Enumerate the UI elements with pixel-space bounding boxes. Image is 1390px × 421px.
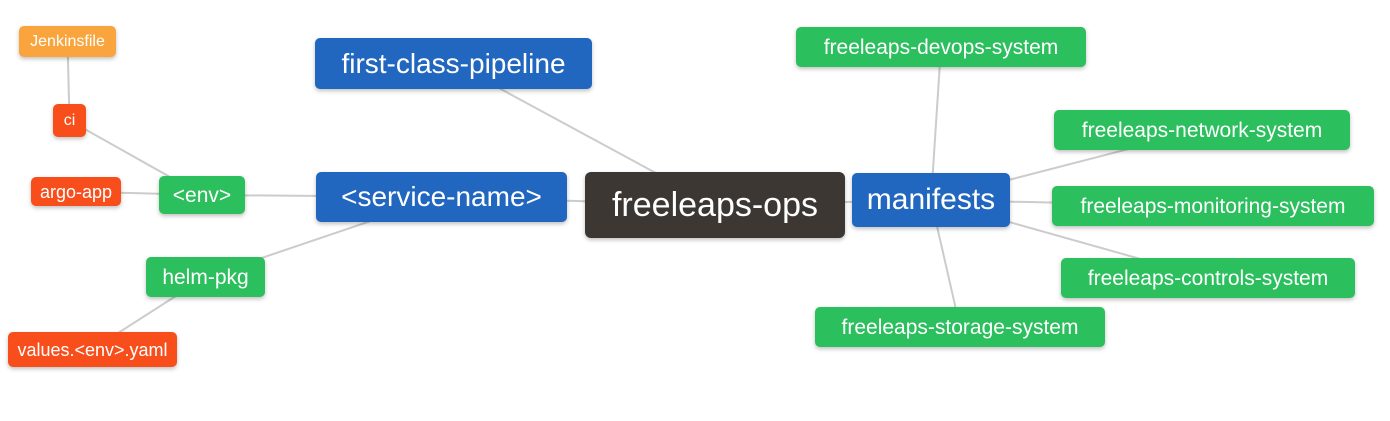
node-storage-system[interactable]: freeleaps-storage-system bbox=[815, 307, 1105, 347]
node-helm-pkg[interactable]: helm-pkg bbox=[146, 257, 265, 297]
node-manifests[interactable]: manifests bbox=[852, 173, 1010, 227]
node-freeleaps-ops[interactable]: freeleaps-ops bbox=[585, 172, 845, 238]
node-values-env-yaml[interactable]: values.<env>.yaml bbox=[8, 332, 177, 367]
node-first-class-pipeline[interactable]: first-class-pipeline bbox=[315, 38, 592, 89]
node-jenkinsfile[interactable]: Jenkinsfile bbox=[19, 26, 116, 57]
node-controls-system[interactable]: freeleaps-controls-system bbox=[1061, 258, 1355, 298]
node-env[interactable]: <env> bbox=[159, 176, 245, 214]
node-ci[interactable]: ci bbox=[53, 104, 86, 137]
node-argo-app[interactable]: argo-app bbox=[31, 177, 121, 206]
node-devops-system[interactable]: freeleaps-devops-system bbox=[796, 27, 1086, 67]
node-network-system[interactable]: freeleaps-network-system bbox=[1054, 110, 1350, 150]
node-monitoring-system[interactable]: freeleaps-monitoring-system bbox=[1052, 186, 1374, 226]
node-service-name[interactable]: <service-name> bbox=[316, 172, 567, 222]
